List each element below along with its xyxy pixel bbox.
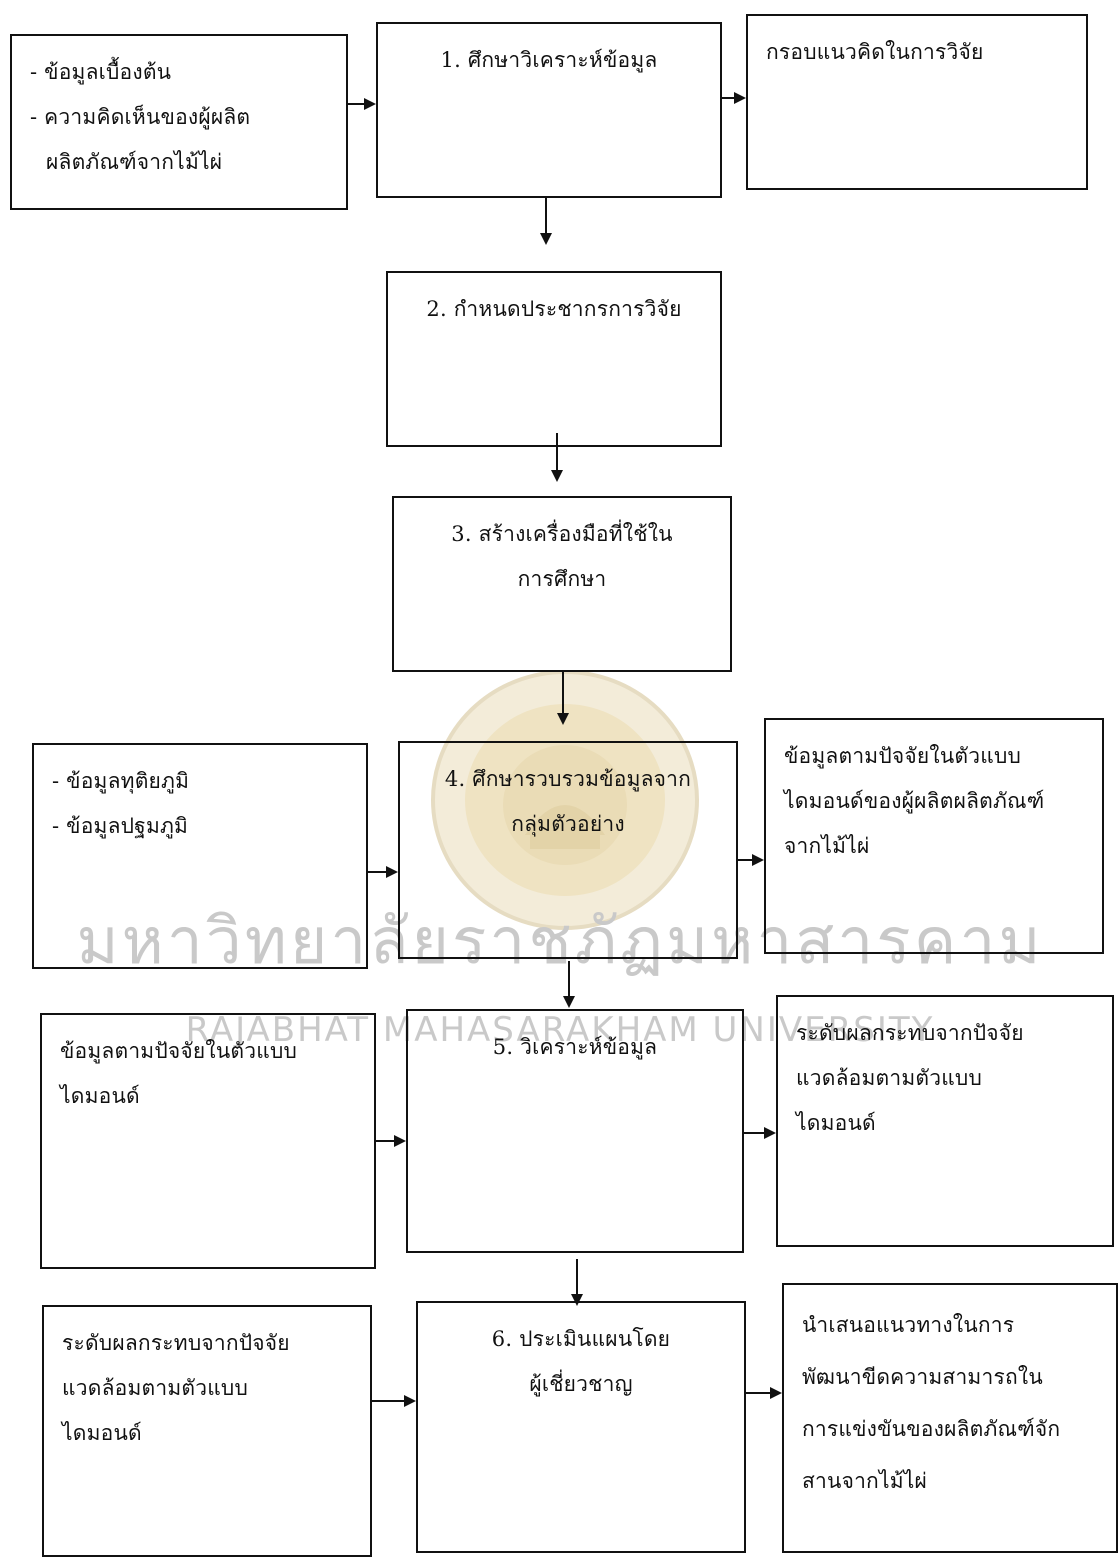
sources-line-1: - ข้อมูลทุติยภูมิ	[52, 769, 190, 793]
impact-input-line-2: แวดล้อมตามตัวแบบ	[62, 1376, 248, 1400]
initial-data-box: - ข้อมูลเบื้องต้น - ความคิดเห็นของผู้ผลิ…	[10, 34, 348, 210]
diamond-data-line-2: ไดมอนด์ของผู้ผลิตผลิตภัณฑ์	[784, 789, 1045, 813]
impact-result-line-3: ไดมอนด์	[796, 1111, 876, 1135]
impact-input-line-1: ระดับผลกระทบจากปัจจัย	[62, 1331, 290, 1355]
diamond-input-box: ข้อมูลตามปัจจัยในตัวแบบ ไดมอนด์	[40, 1013, 376, 1269]
step2-box: 2. กำหนดประชากรการวิจัย	[386, 271, 722, 447]
step5-box: 5. วิเคราะห์ข้อมูล	[406, 1009, 744, 1253]
guidelines-line-1: นำเสนอแนวทางในการ	[802, 1313, 1015, 1337]
impact-input-line-3: ไดมอนด์	[62, 1421, 142, 1445]
impact-result-box: ระดับผลกระทบจากปัจจัย แวดล้อมตามตัวแบบ ไ…	[776, 995, 1114, 1247]
step2-label: 2. กำหนดประชากรการวิจัย	[426, 297, 682, 321]
university-seal-watermark	[431, 670, 699, 930]
initial-data-line-3: ผลิตภัณฑ์จากไม้ไผ่	[46, 150, 223, 174]
impact-input-box: ระดับผลกระทบจากปัจจัย แวดล้อมตามตัวแบบ ไ…	[42, 1305, 372, 1557]
initial-data-line-2: - ความคิดเห็นของผู้ผลิต	[30, 105, 251, 129]
guidelines-line-4: สานจากไม้ไผ่	[802, 1469, 928, 1493]
sources-box: - ข้อมูลทุติยภูมิ - ข้อมูลปฐมภูมิ	[32, 743, 368, 969]
diamond-input-line-2: ไดมอนด์	[60, 1084, 140, 1108]
step4-line-2: กลุ่มตัวอย่าง	[511, 812, 625, 836]
step6-line-1: 6. ประเมินแผนโดย	[491, 1327, 671, 1351]
diamond-data-line-1: ข้อมูลตามปัจจัยในตัวแบบ	[784, 744, 1022, 768]
framework-label: กรอบแนวคิดในการวิจัย	[766, 40, 984, 64]
guidelines-line-2: พัฒนาขีดความสามารถใน	[802, 1365, 1043, 1389]
step3-line-1: 3. สร้างเครื่องมือที่ใช้ใน	[451, 522, 673, 546]
step1-label: 1. ศึกษาวิเคราะห์ข้อมูล	[440, 48, 658, 72]
step5-label: 5. วิเคราะห์ข้อมูล	[492, 1035, 658, 1059]
diamond-data-box: ข้อมูลตามปัจจัยในตัวแบบ ไดมอนด์ของผู้ผลิ…	[764, 718, 1104, 954]
guidelines-line-3: การแข่งขันของผลิตภัณฑ์จัก	[802, 1417, 1061, 1441]
diamond-data-line-3: จากไม้ไผ่	[784, 834, 870, 858]
impact-result-line-2: แวดล้อมตามตัวแบบ	[796, 1066, 982, 1090]
step4-box: 4. ศึกษารวบรวมข้อมูลจาก กลุ่มตัวอย่าง	[398, 741, 738, 959]
impact-result-line-1: ระดับผลกระทบจากปัจจัย	[796, 1021, 1024, 1045]
step6-box: 6. ประเมินแผนโดย ผู้เชี่ยวชาญ	[416, 1301, 746, 1553]
step6-line-2: ผู้เชี่ยวชาญ	[529, 1372, 633, 1396]
sources-line-2: - ข้อมูลปฐมภูมิ	[52, 814, 189, 838]
diamond-input-line-1: ข้อมูลตามปัจจัยในตัวแบบ	[60, 1039, 298, 1063]
framework-box: กรอบแนวคิดในการวิจัย	[746, 14, 1088, 190]
guidelines-box: นำเสนอแนวทางในการ พัฒนาขีดความสามารถใน ก…	[782, 1283, 1118, 1553]
step3-box: 3. สร้างเครื่องมือที่ใช้ใน การศึกษา	[392, 496, 732, 672]
step4-line-1: 4. ศึกษารวบรวมข้อมูลจาก	[444, 767, 692, 791]
initial-data-line-1: - ข้อมูลเบื้องต้น	[30, 60, 172, 84]
step1-box: 1. ศึกษาวิเคราะห์ข้อมูล	[376, 22, 722, 198]
step3-line-2: การศึกษา	[517, 567, 607, 591]
